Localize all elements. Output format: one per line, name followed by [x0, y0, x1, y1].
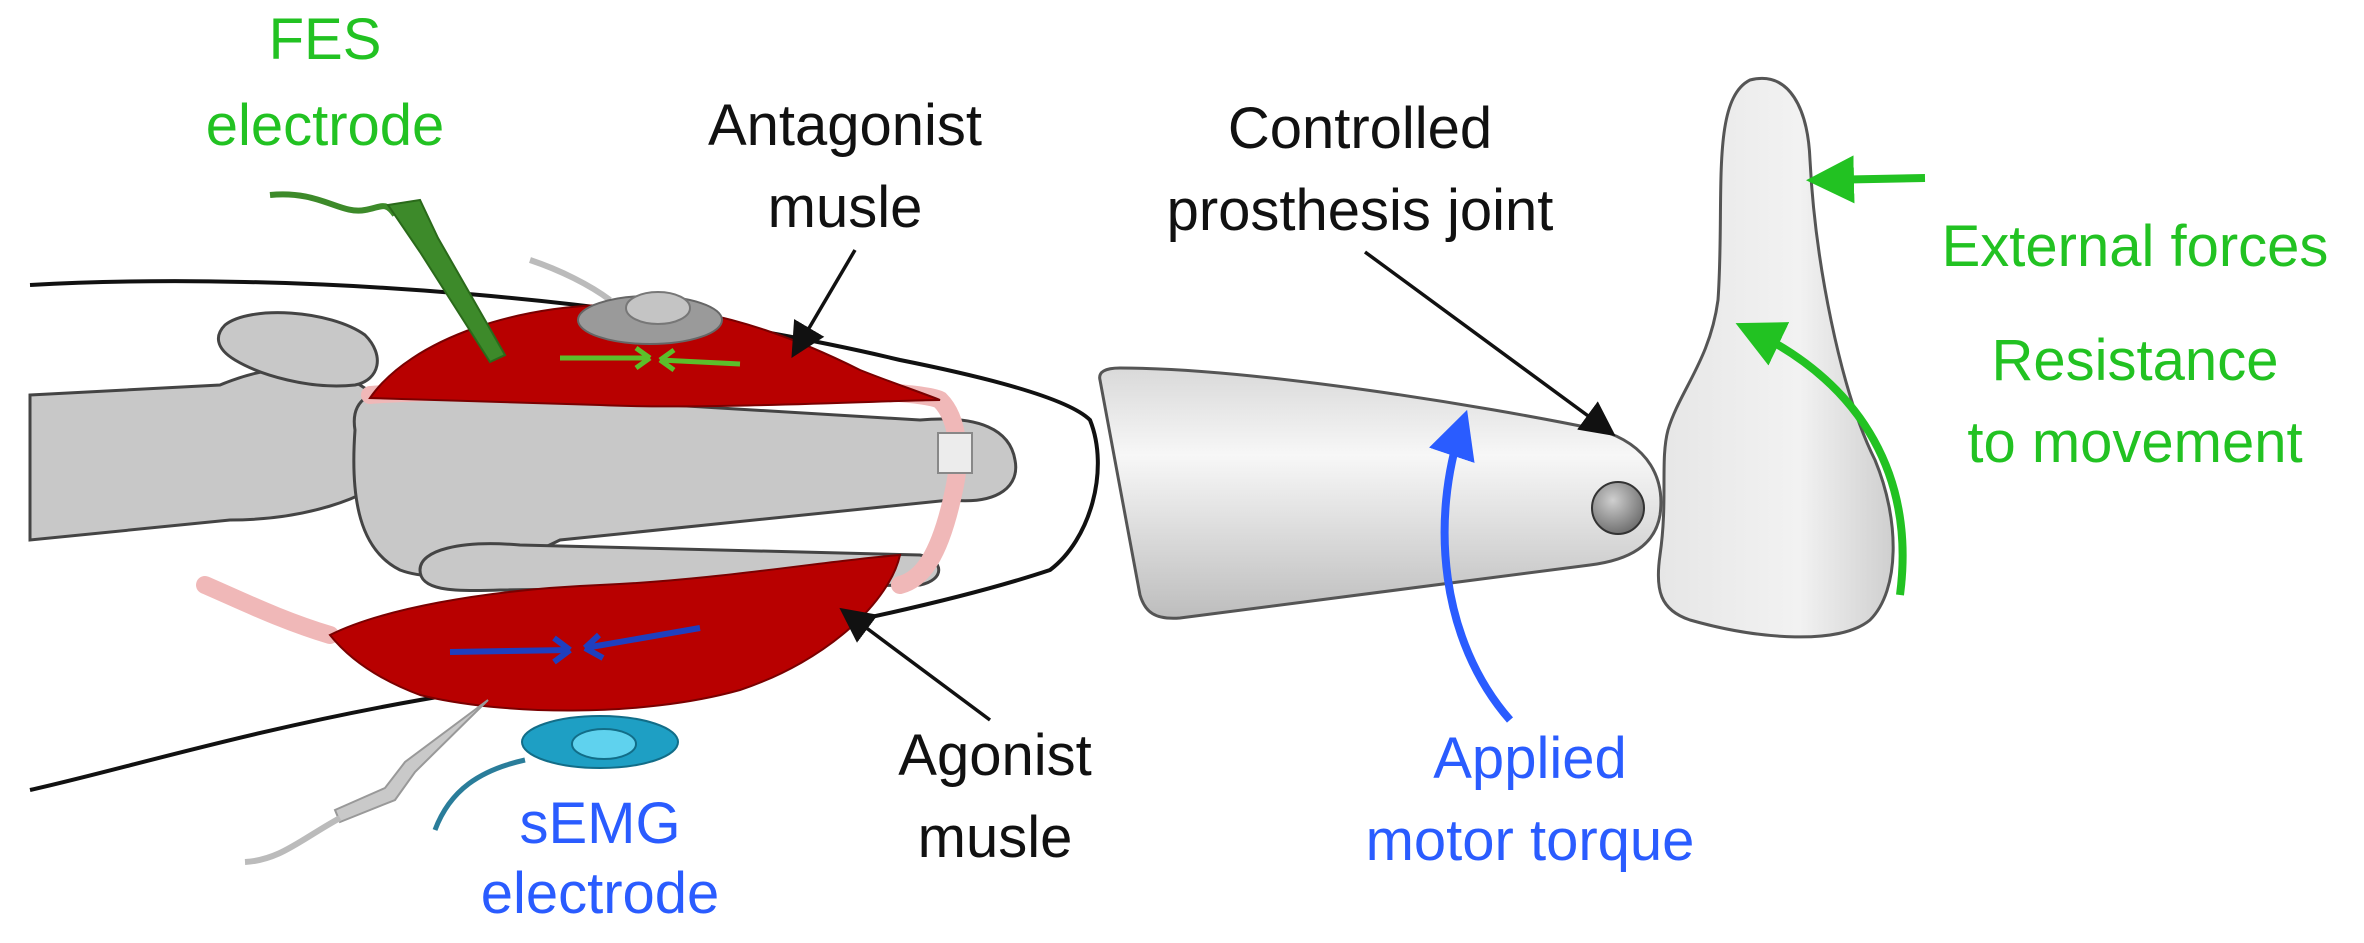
antagonist-contraction-arrows [560, 345, 741, 373]
prosthesis-joint-icon [1591, 481, 1645, 535]
motor-label-line2: motor torque [1365, 808, 1695, 873]
agonist-label-line2: musle [917, 805, 1073, 870]
joint-label-line2: prosthesis joint [1166, 178, 1554, 243]
semg-cable [432, 757, 526, 831]
tendon-insertion [937, 432, 973, 474]
external-forces-text: External forces [1941, 214, 2329, 279]
joint-label-line1: Controlled [1227, 96, 1493, 161]
bottom-needle-cable [244, 815, 342, 865]
agonist-contraction-arrows [449, 625, 701, 665]
fes-electrode-icon [386, 198, 507, 364]
antagonist-label-line2: musle [767, 175, 923, 240]
motor-label-line1: Applied [1433, 726, 1627, 791]
joint-pointer [1363, 250, 1616, 437]
antagonist-muscle-label: Antagonist musle [655, 92, 1035, 242]
semg-label-line1: sEMG [519, 791, 681, 856]
motor-torque-label: Applied motor torque [1320, 725, 1740, 875]
antagonist-pointer [791, 249, 857, 359]
agonist-muscle-label: Agonist musle [845, 722, 1145, 872]
external-force-arrow [1806, 155, 1926, 204]
agonist-muscle [328, 553, 902, 712]
resistance-label-line1: Resistance [1991, 328, 2279, 393]
antagonist-label-line1: Antagonist [707, 93, 983, 158]
fes-electrode-label: FES electrode [175, 6, 475, 160]
agonist-pointer [839, 607, 992, 722]
agonist-label-line1: Agonist [898, 723, 1092, 788]
top-electrode-cap [625, 291, 691, 325]
motor-torque-arrow [1429, 409, 1514, 723]
semg-label-line2: electrode [480, 861, 720, 926]
limb-outline-top [29, 279, 1100, 792]
semg-electrode-label: sEMG electrode [440, 790, 760, 928]
agonist-tendon [196, 576, 339, 644]
external-segment [1656, 77, 1895, 639]
small-bone [216, 311, 379, 388]
resistance-label-line2: to movement [1967, 410, 2303, 475]
prosthesis-shell [1098, 366, 1663, 620]
fes-cable [269, 191, 398, 217]
upper-bone [28, 366, 408, 542]
top-electrode-cable [529, 257, 612, 303]
antagonist-muscle [368, 303, 941, 408]
external-forces-label: External forces [1915, 213, 2355, 281]
resistance-label: Resistance to movement [1925, 327, 2345, 477]
fes-label-line2: electrode [205, 93, 445, 158]
resistance-arrow [1735, 322, 1907, 596]
prosthesis-joint-label: Controlled prosthesis joint [1130, 95, 1590, 245]
semg-electrode-cap [571, 728, 637, 760]
fes-label-line1: FES [268, 7, 382, 72]
